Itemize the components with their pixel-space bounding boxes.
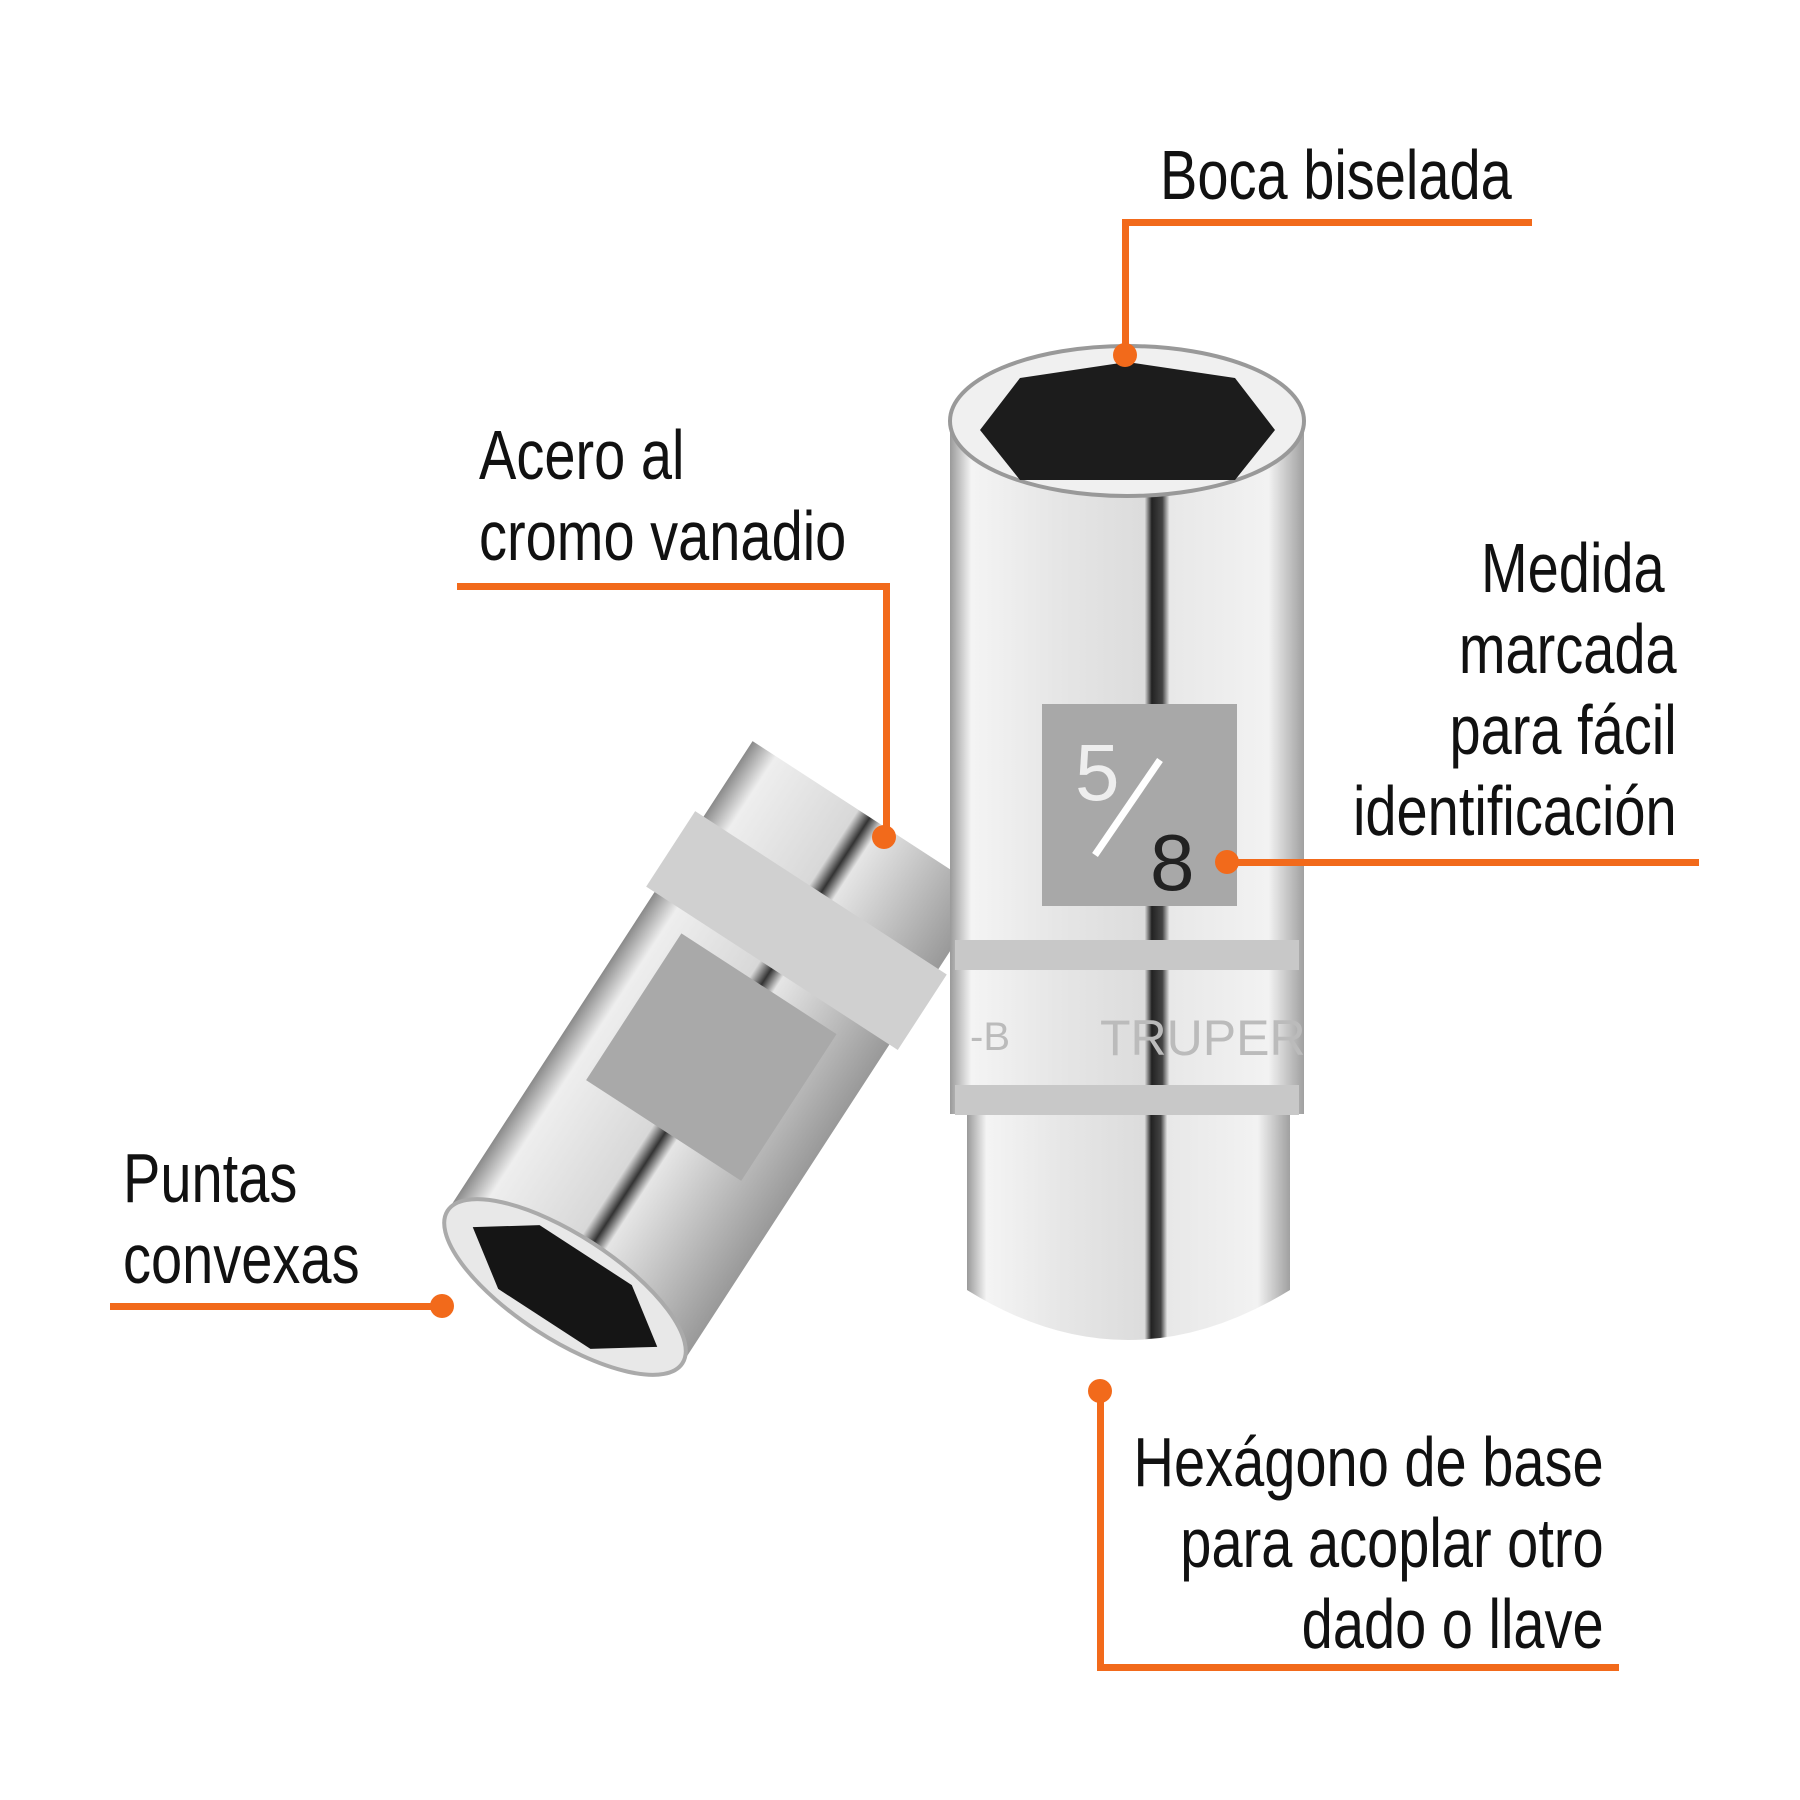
model-engraving: -B <box>970 1015 1010 1059</box>
size-numerator: 5 <box>1075 728 1120 817</box>
leader-line <box>1125 219 1532 226</box>
callout-text: Medida <box>1481 529 1665 607</box>
leader-line <box>1227 859 1699 866</box>
callout-text: convexas <box>123 1220 360 1298</box>
leader-line <box>457 583 889 590</box>
size-denominator: 8 <box>1150 818 1195 907</box>
callout-text: Acero al <box>479 416 685 494</box>
callout-acero-cromo-vanadio: Acero al cromo vanadio <box>479 415 938 577</box>
tall-socket-hex-base <box>967 1114 1290 1340</box>
tall-socket-band-bottom <box>955 1085 1299 1115</box>
leader-dot <box>1113 343 1137 367</box>
callout-boca-biselada: Boca biselada <box>1160 135 1600 216</box>
leader-dot <box>872 825 896 849</box>
callout-medida-marcada: Medida marcada para fácil identificación <box>1272 528 1677 852</box>
leader-dot <box>1088 1379 1112 1403</box>
callout-text: para fácil <box>1449 691 1677 769</box>
small-socket-band <box>646 811 947 1051</box>
leader-line <box>1097 1391 1104 1671</box>
callout-text: identificación <box>1353 772 1677 850</box>
callout-text: marcada <box>1459 610 1677 688</box>
leader-line <box>110 1303 442 1310</box>
leader-dot <box>1215 850 1239 874</box>
size-fraction-slash <box>1092 758 1163 857</box>
callout-text: dado o llave <box>1301 1585 1604 1663</box>
size-label-plate <box>1042 704 1237 906</box>
leader-line <box>883 583 890 837</box>
callout-text: Hexágono de base <box>1133 1423 1604 1501</box>
callout-text: para acoplar otro <box>1180 1504 1604 1582</box>
tall-socket-band-top <box>955 940 1299 970</box>
callout-puntas-convexas: Puntas convexas <box>123 1138 419 1300</box>
small-socket-hex-opening <box>472 1225 658 1349</box>
callout-text: Puntas <box>123 1139 298 1217</box>
small-socket-size-label <box>586 933 837 1181</box>
leader-dot <box>430 1294 454 1318</box>
callout-hexagono-base: Hexágono de base para acoplar otro dado … <box>1016 1422 1604 1665</box>
tall-socket: 5 8 TRUPER -B <box>948 344 1306 1340</box>
leader-line <box>1122 219 1129 355</box>
callout-text: cromo vanadio <box>479 497 847 575</box>
brand-engraving: TRUPER <box>1100 1010 1306 1066</box>
tall-socket-hex-opening <box>980 362 1275 480</box>
callout-text: Boca biselada <box>1160 136 1512 214</box>
leader-line <box>1097 1664 1619 1671</box>
small-socket <box>442 741 988 1377</box>
